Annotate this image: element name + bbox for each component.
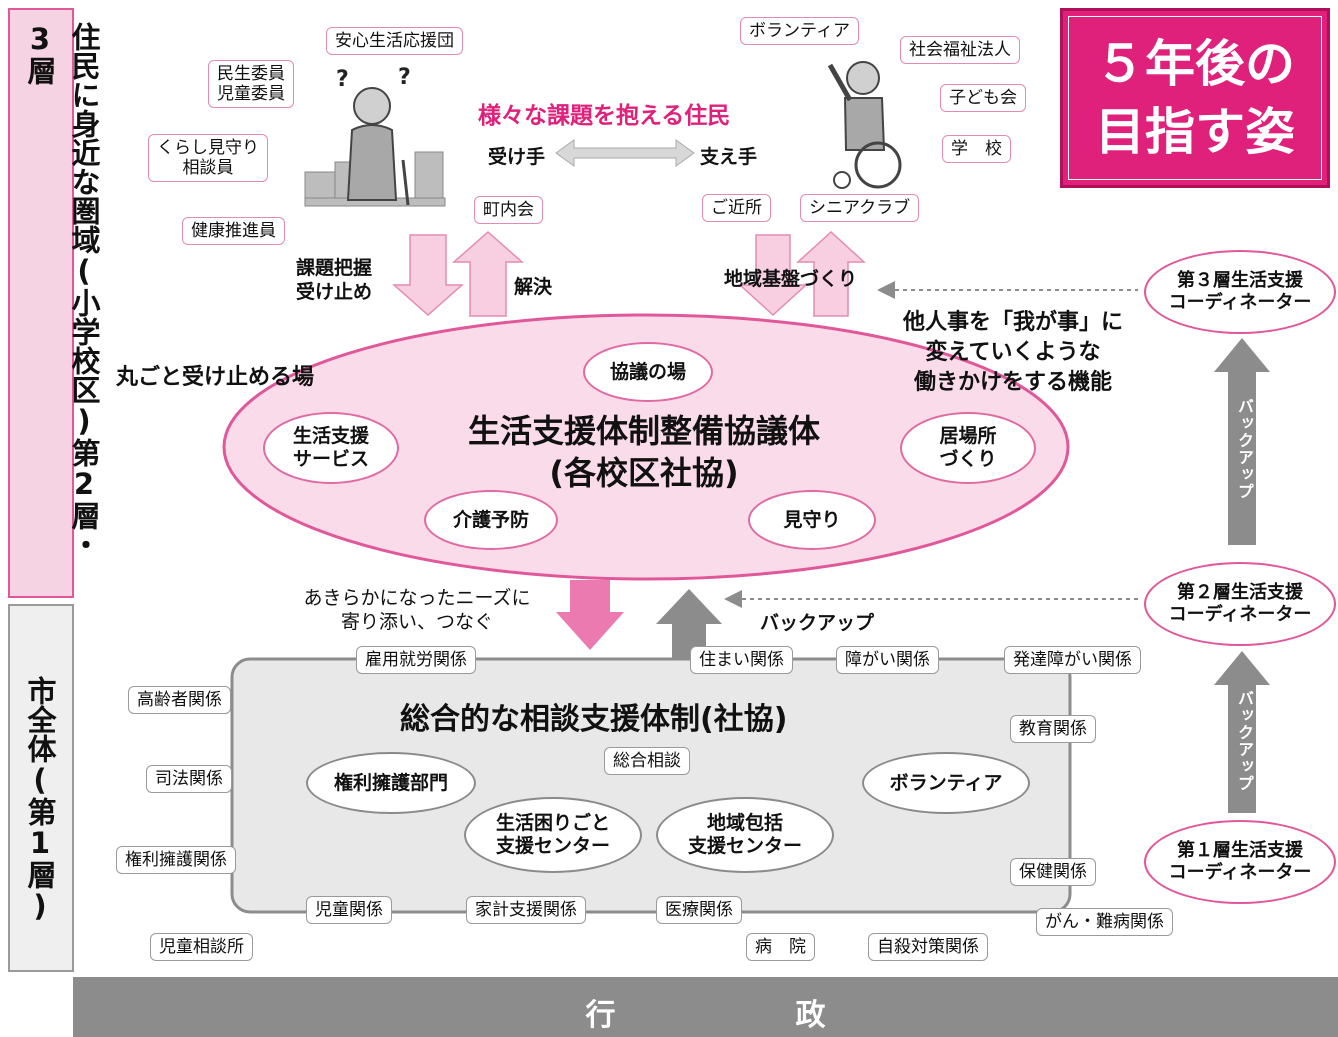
receiver-label: 受け手 xyxy=(488,146,546,168)
backup-arrow-1to2 xyxy=(1214,651,1270,813)
tag-education: 教育関係 xyxy=(1010,715,1096,743)
consult-title: 総合的な相談支援体制(社協) xyxy=(400,702,788,737)
tag-anshin-support: 安心生活応援団 xyxy=(326,27,463,55)
bubble-life-support: 生活支援 サービス xyxy=(263,412,399,484)
sidebar-lower-label: 市全体(第1層) xyxy=(23,676,57,923)
dashed-arrow-to-community xyxy=(877,281,1138,299)
tag-elderly: 高齢者関係 xyxy=(128,686,231,714)
backup-up-arrow xyxy=(656,589,722,660)
unit-advocacy: 権利擁護部門 xyxy=(306,752,476,814)
tag-neighbors: ご近所 xyxy=(702,194,771,222)
unit-community-care-center: 地域包括 支援センター xyxy=(656,797,834,873)
sidebar-upper-label: 住民に身近な圏域(小学校区)第2層・3層 xyxy=(23,22,101,559)
government-bar xyxy=(73,977,1338,1037)
community-base-label: 地域基盤づくり xyxy=(724,268,858,290)
tag-household: 家計支援関係 xyxy=(466,896,586,924)
tag-health-promoter: 健康推進員 xyxy=(182,217,285,245)
sidebar-upper: 住民に身近な圏域(小学校区)第2層・3層 xyxy=(8,8,101,598)
tag-social-welfare-corp: 社会福祉法人 xyxy=(900,36,1020,64)
wheelchair-user-illustration xyxy=(827,61,902,189)
tag-health: 保健関係 xyxy=(1010,858,1096,886)
catch-all-label: 丸ごと受け止める場 xyxy=(116,365,315,390)
bubble-watch: 見守り xyxy=(748,490,876,550)
coordinator-layer3: 第３層生活支援 コーディネーター xyxy=(1144,250,1336,334)
tag-suicide: 自殺対策関係 xyxy=(868,933,988,961)
unit-volunteer: ボランティア xyxy=(862,752,1030,814)
bubble-council-place: 協議の場 xyxy=(583,342,713,402)
bubble-care-prevention: 介護予防 xyxy=(424,490,558,550)
needs-arrow xyxy=(556,580,624,650)
tag-employment: 雇用就労関係 xyxy=(356,646,476,674)
svg-text:?: ? xyxy=(398,65,411,90)
consult-box xyxy=(230,657,1072,914)
tag-disability: 障がい関係 xyxy=(836,646,939,674)
council-title-2: (各校区社協) xyxy=(549,454,739,492)
tag-hospital: 病 院 xyxy=(746,933,815,961)
svg-text:?: ? xyxy=(336,67,349,92)
tag-school: 学 校 xyxy=(942,135,1011,163)
tag-life-watch-counselor: くらし見守り 相談員 xyxy=(148,134,268,182)
dashed-arrow-to-backup xyxy=(724,590,1138,608)
solve-label: 解決 xyxy=(514,276,553,298)
supporter-label: 支え手 xyxy=(700,146,758,168)
tag-medical: 医療関係 xyxy=(656,896,742,924)
problem-grasp-label: 課題把握 受け止め xyxy=(296,257,373,303)
backup-arrow-2to3 xyxy=(1214,338,1270,545)
council-title-1: 生活支援体制整備協議体 xyxy=(467,412,820,450)
arrow-up-right xyxy=(796,230,866,317)
coordinator-layer2: 第２層生活支援 コーディネーター xyxy=(1144,562,1336,646)
residents-headline: 様々な課題を抱える住民 xyxy=(478,103,731,129)
tag-housing: 住まい関係 xyxy=(690,646,793,674)
bubble-place-making: 居場所 づくり xyxy=(900,412,1036,484)
tag-advocacy-relation: 権利擁護関係 xyxy=(116,846,236,874)
tag-child: 児童関係 xyxy=(306,896,392,924)
sidebar-lower: 市全体(第1層) xyxy=(8,604,74,972)
tag-child-center: 児童相談所 xyxy=(150,933,253,961)
goal-badge-line2: 目指す姿 xyxy=(1095,103,1295,161)
tag-children-club: 子ども会 xyxy=(940,84,1026,112)
arrow-down-left xyxy=(392,234,464,317)
backup-vertical-upper: バックアップ xyxy=(1235,398,1254,500)
tag-welfare-commissioner: 民生委員 児童委員 xyxy=(208,60,294,108)
arrow-down-right xyxy=(738,234,808,317)
backup-vertical-lower: バックアップ xyxy=(1235,690,1254,792)
general-consult-tag: 総合相談 xyxy=(604,747,690,775)
unit-life-trouble-center: 生活困りごと 支援センター xyxy=(464,797,642,873)
tag-dev-disability: 発達障がい関係 xyxy=(1004,646,1141,674)
tag-judicial: 司法関係 xyxy=(146,765,232,793)
tag-senior-club: シニアクラブ xyxy=(800,194,920,222)
other-to-own-label: 他人事を「我が事」に 変えていくような 働きかけをする機能 xyxy=(902,310,1123,395)
government-label: 行 政 xyxy=(585,998,826,1033)
goal-badge-line1: ５年後の xyxy=(1095,35,1295,93)
receiver-supporter-arrow xyxy=(555,139,695,167)
clarified-needs-label: あきらかになったニーズに 寄り添い、つなぐ xyxy=(303,587,531,633)
arrow-up-left xyxy=(452,230,524,317)
tag-volunteer: ボランティア xyxy=(740,17,859,45)
tag-cancer: がん・難病関係 xyxy=(1036,908,1173,936)
tag-neighborhood-assoc: 町内会 xyxy=(474,196,543,224)
elderly-person-illustration: ? ? xyxy=(336,65,411,206)
goal-badge: ５年後の 目指す姿 xyxy=(1060,8,1330,188)
backup-label: バックアップ xyxy=(760,612,875,634)
coordinator-layer1: 第１層生活支援 コーディネーター xyxy=(1144,820,1336,904)
